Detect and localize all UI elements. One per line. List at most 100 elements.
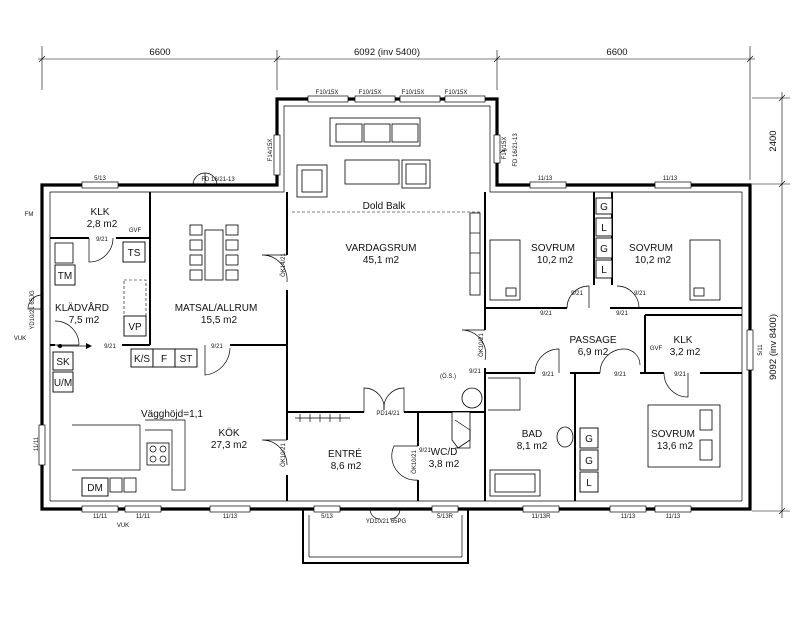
- window-label: 5/11: [758, 344, 764, 356]
- window-label: F10/15X: [445, 90, 468, 96]
- note-dold-balk: Dold Balk: [363, 201, 407, 212]
- note-fm: FM: [25, 212, 34, 218]
- opening-labels: F10/15X F10/15X F10/15X F10/15X F14/15X …: [14, 90, 764, 529]
- room-bad-name: BAD: [522, 429, 543, 440]
- dim-right-lower: 9092 (inv 8400): [768, 314, 779, 380]
- window-label: 11/13: [621, 514, 636, 520]
- room-entre-name: ENTRÉ: [328, 447, 362, 460]
- window-label: F10/15X: [316, 90, 339, 96]
- room-kladvard-area: 7,5 m2: [69, 315, 100, 326]
- vent-label: VUK: [117, 523, 129, 529]
- door-label: 9/21: [542, 372, 554, 378]
- door-label: 9/21: [469, 369, 481, 375]
- fixture-l3: L: [586, 478, 592, 489]
- window-label: F10/15X: [359, 90, 382, 96]
- window-label: 5/13: [94, 176, 106, 182]
- door-label: 9/21: [540, 311, 552, 317]
- room-bad-area: 8,1 m2: [517, 441, 548, 452]
- room-kok-name: KÖK: [218, 427, 239, 439]
- window-label: 11/11: [93, 514, 108, 520]
- note-vagghojd: Vägghöjd=1,1: [141, 409, 203, 420]
- furniture: [54, 117, 721, 497]
- door-label: 9/21: [96, 237, 108, 243]
- door-label: YD10/21 65PG: [366, 519, 407, 525]
- room-passage-area: 6,9 m2: [578, 347, 609, 358]
- room-sovrum-2-name: SOVRUM: [629, 243, 673, 254]
- fixture-dm: DM: [87, 483, 103, 494]
- window-label: 11/11: [136, 514, 151, 520]
- fixture-ts: TS: [128, 248, 141, 259]
- room-klk-1-area: 2,8 m2: [87, 219, 118, 230]
- window-label: F10/15X: [402, 90, 425, 96]
- room-sovrum-1-name: SOVRUM: [531, 243, 575, 254]
- dim-top-left: 6600: [149, 47, 170, 58]
- door-label: 9/21: [419, 448, 431, 454]
- window-label: 11/13: [666, 514, 681, 520]
- door-label: 9/21: [571, 291, 583, 297]
- opening-label: ÖK10/21: [280, 442, 287, 466]
- door-label: 9/21: [211, 344, 223, 350]
- fixture-g1: L: [601, 223, 607, 234]
- door-label: FD 16/21-13: [513, 133, 519, 167]
- dimension-lines: 6600 6092 (inv 5400) 6600 2400 9092 (inv…: [38, 46, 790, 518]
- room-klk-1-name: KLK: [91, 207, 110, 218]
- door-label: 9/21: [674, 372, 686, 378]
- room-sovrum-2-area: 10,2 m2: [635, 255, 672, 266]
- door-label: 9/21: [614, 372, 626, 378]
- fixture-l1: G: [600, 202, 608, 213]
- window-label: 11/13: [223, 514, 238, 520]
- room-klk-2-name: KLK: [674, 335, 693, 346]
- room-wcd-area: 3,8 m2: [429, 459, 460, 470]
- door-label: 9/21: [616, 311, 628, 317]
- room-klk-2-area: 3,2 m2: [670, 347, 701, 358]
- room-labels: KLK 2,8 m2 KLÄDVÅRD 7,5 m2 MATSAL/ALLRUM…: [55, 207, 701, 472]
- entrance-porch: [302, 509, 469, 564]
- window-label: F14/15X: [502, 137, 508, 160]
- fixture-tm: TM: [58, 271, 72, 282]
- opening-label: ÖK14/21: [280, 252, 287, 276]
- fixture-vp: VP: [128, 322, 142, 333]
- fixture-gvf: GVF: [129, 228, 142, 234]
- windows: [38, 95, 754, 513]
- room-sovrum-3-area: 13,6 m2: [657, 441, 694, 452]
- fixture-labels: TS GVF TM VP SK U/M K/S F ST DM G L G L …: [54, 202, 663, 494]
- room-matsal-name: MATSAL/ALLRUM: [175, 303, 258, 314]
- door-label: 9/21: [634, 291, 646, 297]
- dim-right-upper: 2400: [768, 130, 779, 151]
- opening-label: ÖK10/21: [478, 332, 485, 356]
- room-kladvard-name: KLÄDVÅRD: [55, 301, 109, 314]
- window-label: 11/13R: [532, 514, 552, 520]
- room-sovrum-3-name: SOVRUM: [651, 429, 695, 440]
- note-os: (Ö.S.): [440, 373, 456, 380]
- door-label: 9/21: [104, 344, 116, 350]
- dim-top-right: 6600: [606, 47, 627, 58]
- window-label: 11/13: [538, 176, 553, 182]
- room-vardagsrum-name: VARDAGSRUM: [346, 243, 417, 254]
- room-kok-area: 27,3 m2: [211, 440, 248, 451]
- marker-arrow: [57, 343, 92, 349]
- fixture-sk: SK: [56, 357, 70, 368]
- door-label: PD14/21: [376, 411, 400, 417]
- room-matsal-area: 15,5 m2: [201, 315, 238, 326]
- room-passage-name: PASSAGE: [569, 335, 616, 346]
- fixture-boxes: [52, 197, 613, 497]
- fixture-um: U/M: [54, 378, 72, 389]
- room-sovrum-1-area: 10,2 m2: [537, 255, 574, 266]
- fixture-l2: L: [601, 265, 607, 276]
- fixture-g2: G: [600, 244, 608, 255]
- window-label: 11/11: [34, 436, 40, 451]
- fixture-f: F: [161, 354, 167, 365]
- vent-label: VUK: [14, 336, 26, 342]
- fixture-g4: G: [585, 456, 593, 467]
- window-label: 5/13: [321, 514, 333, 520]
- window-label: 11/13: [663, 176, 678, 182]
- door-label: YD10/21 65JG: [30, 290, 36, 330]
- notes: Dold Balk Vägghöjd=1,1 (Ö.S.) FM: [25, 201, 456, 420]
- dim-top-middle: 6092 (inv 5400): [354, 47, 420, 58]
- room-entre-area: 8,6 m2: [331, 461, 362, 472]
- fixture-ks: K/S: [134, 354, 150, 365]
- opening-label: ÖK10/21: [411, 449, 418, 473]
- fixture-st: ST: [180, 354, 193, 365]
- fixture-gvf-2: GVF: [650, 346, 663, 352]
- room-wcd-name: WC/D: [431, 447, 458, 458]
